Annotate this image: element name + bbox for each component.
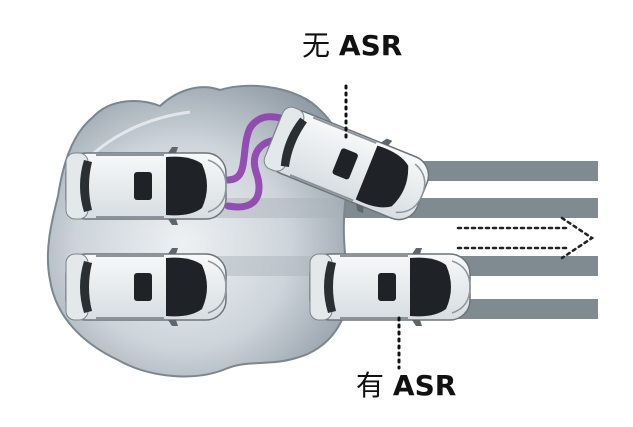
car-without-asr-start — [65, 146, 227, 226]
label-with-asr: 有 ASR — [356, 372, 456, 400]
label-with-asr-prefix: 有 — [356, 369, 385, 402]
car-with-asr-start — [65, 247, 227, 327]
label-with-asr-suffix: ASR — [392, 369, 457, 402]
car-with-asr-straight — [309, 247, 471, 327]
label-without-asr-prefix: 无 — [302, 29, 331, 62]
label-without-asr-suffix: ASR — [338, 29, 403, 62]
label-without-asr: 无 ASR — [302, 32, 402, 60]
arrow-right-icon — [456, 216, 595, 260]
